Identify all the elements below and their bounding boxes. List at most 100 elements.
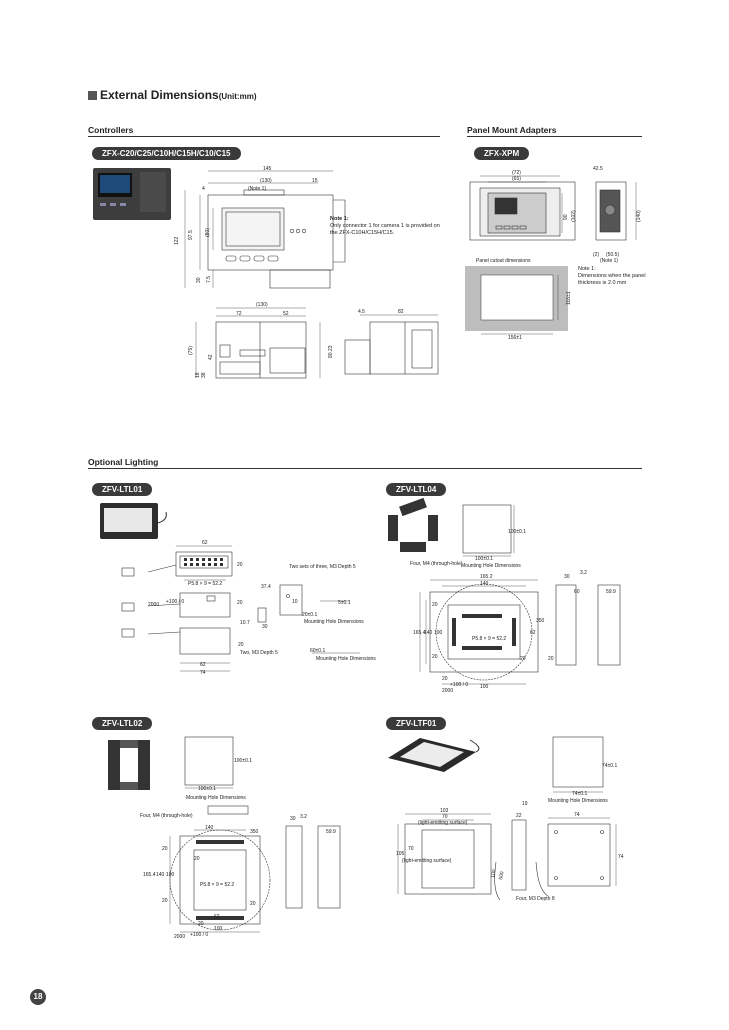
xpm-note: Note 1: Dimensions when the panel thickn… (578, 266, 648, 287)
xpm-dim-42-5: 42.5 (593, 166, 603, 172)
xpm-dim-90: 90 (563, 214, 569, 220)
ltl01-dim-62: 62 (202, 540, 208, 546)
ltl01-dim-20: 20 (237, 562, 243, 568)
ltl04-dim-100b: 100±0.1 (508, 529, 526, 535)
ltl01-dim-30: 30 (262, 624, 268, 630)
dim-15: 15 (312, 178, 318, 184)
ltl01-note-m3b: Two, M3 Depth 5 (240, 650, 278, 656)
section-panel-mount: Panel Mount Adapters (467, 125, 557, 135)
ltl02-dim-20c: 20 (162, 898, 168, 904)
ltl04-dim-59-9: 59.9 (606, 589, 616, 595)
dim-145: 145 (263, 166, 272, 172)
ltl02-dim-62: 62 (214, 914, 220, 920)
ltl02-mounting: Mounting Hole Dimensions (186, 795, 246, 801)
ltl04-dim-165-2: 165.2 (480, 574, 493, 580)
ltl02-dim-100a: 100±0.1 (198, 786, 216, 792)
ltl02-dim-20: 20 (162, 846, 168, 852)
ltl01-dim-5: 5±0.1 (338, 600, 351, 606)
ltl01-note-m3a: Two sets of three, M3 Depth 5 (289, 564, 356, 570)
ltl04-dim-100d: 100 (480, 684, 489, 690)
note1-marker: (Note 1) (248, 186, 266, 192)
ltl01-dim-20e: 20 (238, 642, 244, 648)
model-pill-ltl01: ZFV-LTL01 (92, 483, 153, 496)
ltl02-dim-20b: 20 (194, 856, 200, 862)
ltf01-dim-74b: 74±0.1 (572, 791, 587, 797)
dim-75b: (75) (188, 346, 194, 355)
controller-note: Note 1: Only connector 1 for camera 1 is… (330, 216, 440, 237)
xpm-dim-140: (140) (636, 210, 642, 222)
ltl04-dim-350: 350 (536, 618, 545, 624)
rule-controllers (88, 136, 440, 137)
dim-52: 52 (283, 311, 289, 317)
cutout-hole (480, 274, 554, 321)
ltf01-dim-105: 105 (396, 851, 405, 857)
ltl02-dim-100c: 100 (166, 872, 175, 878)
xpm-dim-72: (72) (512, 170, 521, 176)
model-pill-xpm: ZFX-XPM (474, 147, 530, 160)
rule-panel-mount (467, 136, 642, 137)
ltf01-light-surface-v: (light-emitting surface) (402, 858, 452, 864)
title-text: External Dimensions (100, 88, 219, 102)
ltl01-mounting-b: Mounting Hole Dimensions (316, 656, 376, 662)
ltl04-tol: +100 / 0 (450, 682, 468, 688)
ltf01-note-m3: Four, M3 Depth 8 (516, 896, 555, 902)
cutout-label: Panel cutout dimensions (476, 258, 531, 264)
ltl04-dim-100a: 100±0.1 (475, 556, 493, 562)
ltf01-dim-74c: 74 (618, 854, 624, 860)
page-number-badge: 18 (30, 989, 46, 1005)
ltl02-dim-350: 350 (250, 829, 259, 835)
ltl01-photo (100, 503, 167, 539)
ltf01-dim-70: 70 (442, 814, 448, 820)
ltl02-dim-165-4: 165.4 (143, 872, 156, 878)
ltl04-dim-62: 62 (530, 630, 536, 636)
dim-82: 82 (398, 309, 404, 315)
ltf01-dim-103: 103 (440, 808, 449, 814)
section-square-icon (88, 91, 97, 100)
dim-72: 72 (236, 311, 242, 317)
ltl04-dim-2000: 2000 (442, 688, 453, 694)
ltl04-dim-140b: 140 (424, 630, 433, 636)
ltf01-light-surface: (light-emitting surface) (418, 820, 468, 826)
ltf01-dim-74: 74 (574, 812, 580, 818)
ltf01-dim-100: 100 (490, 869, 497, 878)
dim-130: (130) (260, 178, 272, 184)
ltl04-mounting: Mounting Hole Dimensions (461, 563, 521, 569)
dim-42: 42 (208, 354, 214, 360)
ltl02-tol: +100 / 0 (190, 932, 208, 938)
ltf01-photo (388, 738, 480, 772)
ltl04-mount-square (462, 504, 512, 554)
ltl02-note-m4: Four, M4 (through-hole) (140, 813, 193, 819)
xpm-note1-marker: (Note 1) (600, 258, 618, 264)
ltl01-pitch: P5.8 × 9 = 52.2 (188, 581, 222, 587)
ltl04-note-m4: Four, M4 (through-hole) (410, 561, 463, 567)
controller-note-title: Note 1: (330, 216, 349, 222)
ltl02-dim-30: 30 (290, 816, 296, 822)
dim-7-5: 7.5 (206, 276, 212, 283)
ltf01-dim-500: 500 (498, 871, 505, 880)
ltl04-dim-140: 140 (480, 581, 489, 587)
ltl01-dim-2000: 2000 (148, 602, 159, 608)
ltl01-dim-60: 60±0.1 (310, 648, 325, 654)
dim-80-23: 80.23 (328, 345, 334, 358)
title-unit: (Unit:mm) (218, 92, 257, 101)
ltl02-dim-140: 140 (205, 825, 214, 831)
ltl04-photo (388, 497, 438, 552)
ltl04-dim-20c: 20 (442, 676, 448, 682)
ltl02-dim-20d: 20 (198, 921, 204, 927)
ltl01-dim-74: 74 (200, 670, 206, 676)
xpm-note-title: Note 1: (578, 266, 596, 272)
dim-4-5: 4.5 (358, 309, 365, 315)
ltl01-mounting-a: Mounting Hole Dimensions (304, 619, 364, 625)
dim-30: 30 (196, 277, 202, 283)
model-pill-ltl02: ZFV-LTL02 (92, 717, 153, 730)
cutout-width: 156±1 (508, 335, 522, 341)
controller-photo (93, 168, 171, 220)
section-controllers: Controllers (88, 125, 134, 135)
rule-optional-lighting (88, 468, 642, 469)
ltl02-pitch: P5.8 × 9 = 52.2 (200, 882, 234, 888)
cutout-height: 116±1 (566, 291, 572, 305)
